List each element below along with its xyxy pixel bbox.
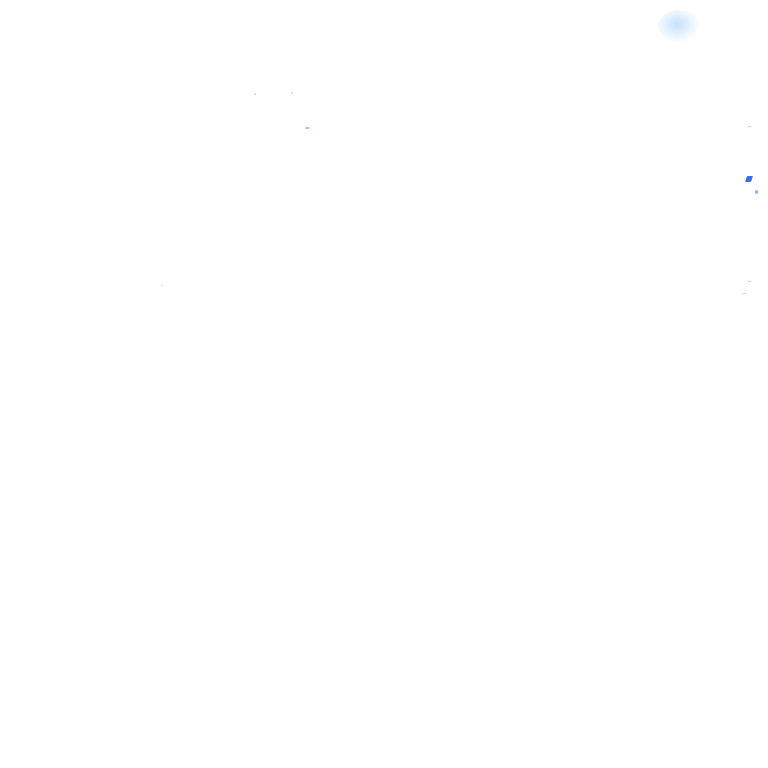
faint-blue-smudge: [658, 10, 700, 42]
blue-mark: [744, 176, 754, 182]
faint-speck: [291, 92, 293, 94]
faint-speck: [305, 127, 310, 129]
faint-speck: [755, 190, 758, 194]
faint-speck: [254, 93, 256, 95]
faint-speck: [748, 281, 751, 282]
faint-speck: [742, 293, 747, 294]
faint-speck: [161, 285, 163, 286]
faint-speck: [748, 126, 751, 127]
